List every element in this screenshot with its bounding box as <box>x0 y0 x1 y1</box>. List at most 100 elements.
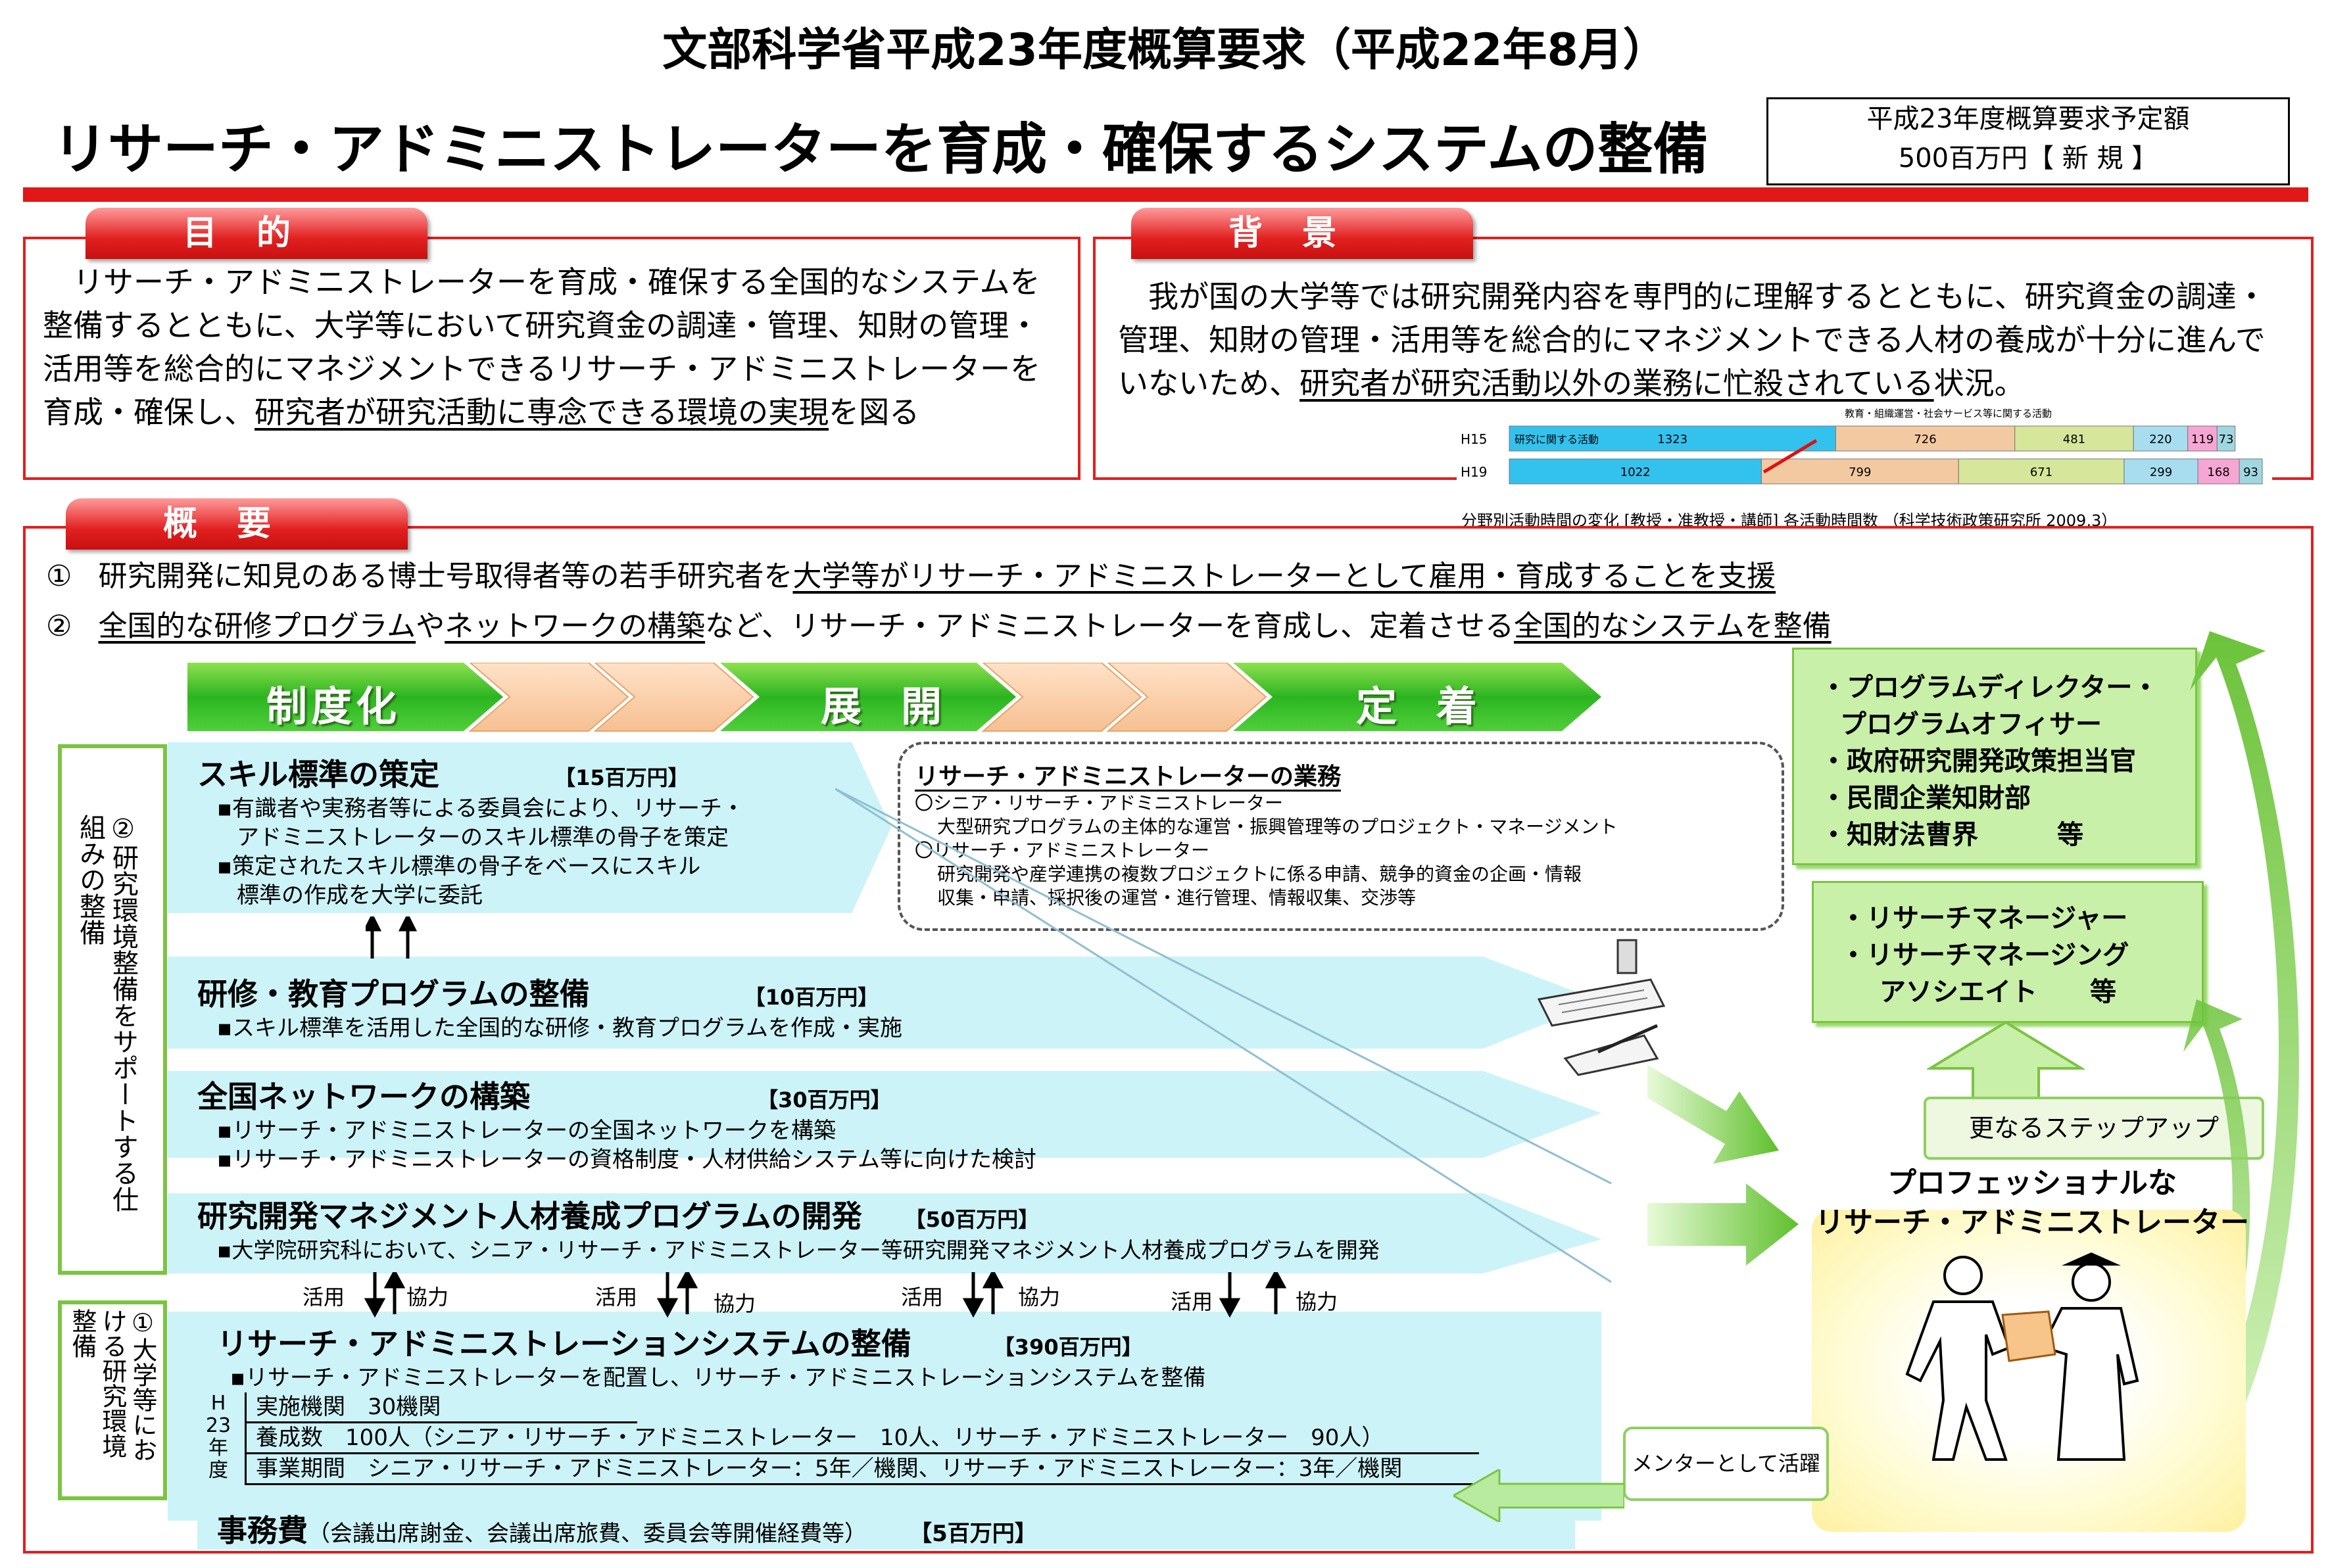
skill-shape <box>168 742 891 913</box>
chart-reduction-arrow <box>1762 439 1818 474</box>
item2-b: や <box>416 609 445 643</box>
chart-value-label: 726 <box>1914 433 1936 446</box>
professional-title: プロフェッショナルな リサーチ・アドミニストレーター <box>1789 1164 2275 1243</box>
phase-chevron-7 <box>1233 663 1601 731</box>
phase-chevron-1 <box>187 663 503 731</box>
up-arrow-icon <box>1927 1022 2085 1108</box>
item2-num: ② <box>46 609 72 643</box>
chart-bar-segment <box>2133 425 2189 452</box>
item2-c: ネットワークの構築 <box>445 609 706 643</box>
skill-training-arrows <box>366 916 418 959</box>
career-mid-2: ・リサーチマネージング <box>1840 940 2129 970</box>
chart-value-label: 1323 <box>1657 433 1687 446</box>
chart-value-label: 119 <box>2191 433 2214 446</box>
duties-s2d1: 研究開発や産学連携の複数プロジェクトに係る申請、競争的資金の企画・情報 <box>937 863 1582 885</box>
training-shape <box>168 957 1601 1049</box>
purpose-tag: 目的 <box>85 208 427 259</box>
flow-use-4: 活用 <box>1171 1289 1213 1314</box>
network-shape <box>168 1071 1601 1158</box>
phase-label-2: 展開 <box>821 682 982 730</box>
duties-s1d: 大型研究プログラムの主体的な運営・振興管理等のプロジェクト・マネージメント <box>937 816 1618 838</box>
right-arrows <box>1647 1065 1799 1266</box>
chart-value-label: 168 <box>2207 465 2229 479</box>
professional-area <box>1812 1210 2246 1532</box>
budget-line2: 500百万円【 新 規 】 <box>1898 143 2158 174</box>
career-top-box: ・プログラムディレクター・ プログラムオフィサー ・政府研究開発政策担当官 ・民… <box>1792 648 2197 865</box>
skill-budget: 【15百万円】 <box>554 765 689 790</box>
header-red-rule <box>23 187 2308 202</box>
chart-value-label: 93 <box>2243 465 2258 479</box>
phase-label-1: 制度化 <box>266 682 401 730</box>
purpose-text: リサーチ・アドミニストレーターを育成・確保する全国的なシステムを整備するとともに… <box>43 260 1059 434</box>
skill-block: スキル標準の策定 【15百万円】 ▪有識者や実務者等による委員会により、リサーチ… <box>197 751 855 910</box>
flow-coop-3: 協力 <box>1018 1285 1061 1310</box>
rd-budget: 【50百万円】 <box>904 1207 1040 1232</box>
network-line-1: ▪リサーチ・アドミニストレーターの全国ネットワークを構築 <box>217 1118 837 1144</box>
training-line-1: ▪スキル標準を活用した全国的な研修・教育プログラムを作成・実施 <box>217 1015 903 1041</box>
career-top-5: ・知財法曹界 等 <box>1820 820 2083 850</box>
career-top-3: ・政府研究開発政策担当官 <box>1820 746 2136 776</box>
chart-value-label: 220 <box>2149 433 2172 446</box>
background-text: 我が国の大学等では研究開発内容を専門的に理解するとともに、研究資金の調達・管理、… <box>1118 275 2295 405</box>
career-mid-1: ・リサーチマネージャー <box>1840 903 2128 934</box>
flow-coop-4: 協力 <box>1296 1289 1338 1314</box>
system-row-3: 事業期間 シニア・リサーチ・アドミニストレーター：5年／機関、リサーチ・アドミニ… <box>247 1454 1505 1485</box>
item1-b: 大学等がリサーチ・アドミニストレーターとして雇用・育成することを支援 <box>792 559 1776 593</box>
side-box-2 <box>58 744 167 1275</box>
flow-coop-1: 協力 <box>406 1285 449 1310</box>
chart-category-label: H15 <box>1461 431 1488 447</box>
career-mid-3: アソシエイト 等 <box>1880 977 2116 1007</box>
mentor-box: メンターとして活躍 <box>1623 1427 1829 1501</box>
duties-box: リサーチ・アドミニストレーターの業務 〇シニア・リサーチ・アドミニストレーター … <box>898 742 1784 931</box>
system-row-1: 実施機関 30機関 <box>247 1392 637 1423</box>
system-budget: 【390百万円】 <box>993 1335 1143 1360</box>
career-top-1: ・プログラムディレクター・ <box>1820 673 2159 703</box>
item1-a: 研究開発に知見のある博士号取得者等の若手研究者を <box>98 559 793 593</box>
system-shape <box>168 1312 1601 1521</box>
skill-title: スキル標準の策定 <box>197 757 439 792</box>
admin-title: 事務費 <box>217 1513 308 1548</box>
rd-line-1: ▪大学院研究科において、シニア・リサーチ・アドミニストレーター等研究開発マネジメ… <box>217 1237 1380 1263</box>
flow-use-3: 活用 <box>901 1285 944 1310</box>
item2-e: 全国的なシステムを整備 <box>1513 609 1832 643</box>
top-title: 文部科学省平成23年度概算要求（平成22年8月） <box>662 24 1668 76</box>
overview-tag: 概要 <box>66 498 408 550</box>
chart-bar-segment <box>1958 458 2125 485</box>
purpose-text-end: を図る <box>829 394 920 430</box>
background-text-plain: 我が国の大学等では研究開発内容を専門的に理解するとともに、研究資金の調達・管理、… <box>1118 279 2267 401</box>
connector-lines <box>835 788 1612 1283</box>
item2-a: 全国的な研修プログラム <box>98 609 416 643</box>
chart-bar-segment <box>2124 458 2198 485</box>
chart-value-label: 1022 <box>1620 465 1651 479</box>
item1-num: ① <box>46 559 72 593</box>
training-title: 研修・教育プログラムの整備 <box>197 976 590 1012</box>
flow-coop-2: 協力 <box>714 1291 756 1316</box>
chart-bar-segment <box>2216 425 2236 452</box>
chart-bar-segment <box>1509 425 1836 452</box>
system-rows: 実施機関 30機関 養成数 100人（シニア・リサーチ・アドミニストレーター 1… <box>245 1392 1516 1485</box>
flow-use-2: 活用 <box>595 1285 638 1310</box>
phase-chevron-4 <box>720 663 1016 731</box>
background-tag: 背景 <box>1131 208 1473 259</box>
chart-value-label: 299 <box>2150 465 2172 479</box>
purpose-text-plain: リサーチ・アドミニストレーターを育成・確保する全国的なシステムを整備するとともに… <box>43 264 1041 430</box>
side-label-2: ②研究環境整備をサポートする仕組みの整備 <box>75 814 138 1212</box>
admin-block: 事務費（会議出席謝金、会議出席旅費、委員会等開催経費等） 【5百万円】 <box>217 1507 1585 1550</box>
phase-chevron-5 <box>981 663 1142 732</box>
career-top-4: ・民間企業知財部 <box>1820 783 2031 813</box>
system-year-label: H23年度 <box>205 1392 231 1482</box>
purpose-box <box>23 237 1080 480</box>
admin-budget: 【5百万円】 <box>910 1521 1037 1547</box>
training-budget: 【10百万円】 <box>744 985 879 1010</box>
admin-detail: （会議出席謝金、会議出席旅費、委員会等開催経費等） <box>308 1521 867 1547</box>
program-shapes <box>168 742 1601 1550</box>
chart-value-label: 671 <box>2030 465 2052 479</box>
chart-bar-segment <box>1760 458 1959 485</box>
rd-block: 研究開発マネジメント人材養成プログラムの開発 【50百万円】 ▪大学院研究科にお… <box>197 1193 1578 1265</box>
chart-header: 教育・組織運営・社会サービス等に関する活動 <box>1845 408 2052 419</box>
chart-category-label: H19 <box>1461 464 1488 480</box>
network-block: 全国ネットワークの構築 【30百万円】 ▪リサーチ・アドミニストレーターの全国ネ… <box>197 1073 1513 1174</box>
